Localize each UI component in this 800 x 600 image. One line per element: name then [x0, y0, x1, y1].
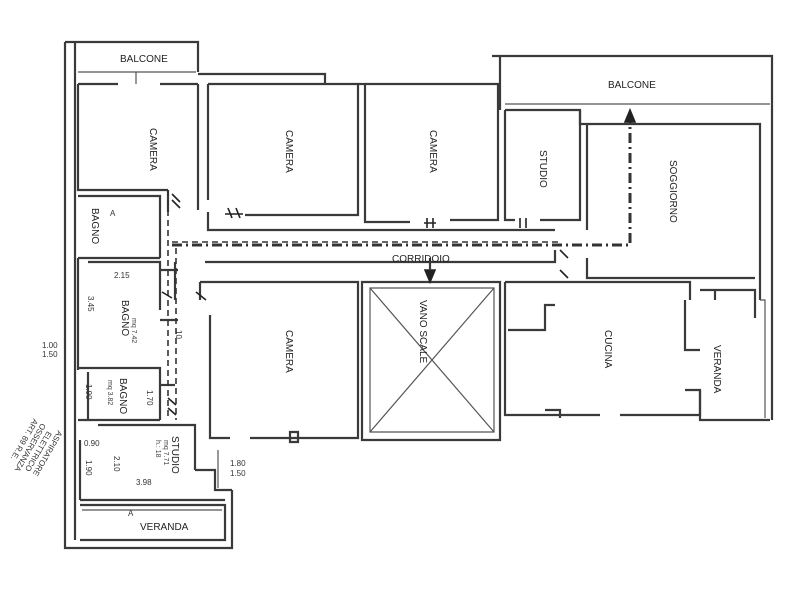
aspiratore-note: ASPIRATORE ELETTRICO OSSERVANZA ART. 89 … [9, 417, 64, 477]
walls [63, 40, 774, 550]
dim-1-50b: 1.50 [230, 469, 246, 478]
dim-1-80: 1.80 [230, 459, 246, 468]
dim-1-90a: 1.90 [84, 384, 93, 400]
label-camera-3: CAMERA [427, 130, 438, 173]
label-studio-small: STUDIO [169, 436, 180, 474]
label-studio-top: STUDIO [537, 150, 548, 188]
dim-1-90b: 1.90 [84, 460, 93, 476]
dim-1-50: 1.50 [42, 350, 58, 359]
label-bagno-3: BAGNO [117, 378, 128, 414]
area-studio-small-1: mq 7.71 [162, 440, 169, 465]
dim-3-45: 3.45 [86, 296, 95, 312]
label-camera-2: CAMERA [283, 130, 294, 173]
area-bagno-3: mq 3.82 [106, 380, 113, 405]
dim-3-98: 3.98 [136, 478, 152, 487]
mark-a-bagno: A [110, 209, 116, 218]
label-bagno-2: BAGNO [119, 300, 130, 336]
dim-2-10: 2.10 [112, 456, 121, 472]
escape-route [161, 107, 637, 420]
label-veranda-right: VERANDA [711, 345, 722, 394]
dim-0-90: 0.90 [84, 439, 100, 448]
label-corridoio: CORRIDOIO [392, 254, 450, 265]
area-studio-small-2: h.: 18 [154, 440, 161, 458]
label-cucina: CUCINA [602, 330, 613, 369]
dim-2-15: 2.15 [114, 271, 130, 280]
label-balcone-left: BALCONE [120, 54, 168, 65]
label-soggiorno: SOGGIORNO [667, 160, 678, 223]
label-vano-scale: VANO SCALE [417, 300, 428, 363]
label-veranda-bottom: VERANDA [140, 522, 189, 533]
dim-1-70: 1.70 [145, 390, 154, 406]
label-camera-4: CAMERA [283, 330, 294, 373]
area-bagno-2: mq 7.42 [130, 318, 137, 343]
label-camera-1: CAMERA [147, 128, 158, 171]
mark-10: 10 [174, 330, 183, 339]
mark-a-bottom: A [128, 509, 134, 518]
label-balcone-right: BALCONE [608, 80, 656, 91]
dim-1-00: 1.00 [42, 341, 58, 350]
label-bagno-1: BAGNO [89, 208, 100, 244]
